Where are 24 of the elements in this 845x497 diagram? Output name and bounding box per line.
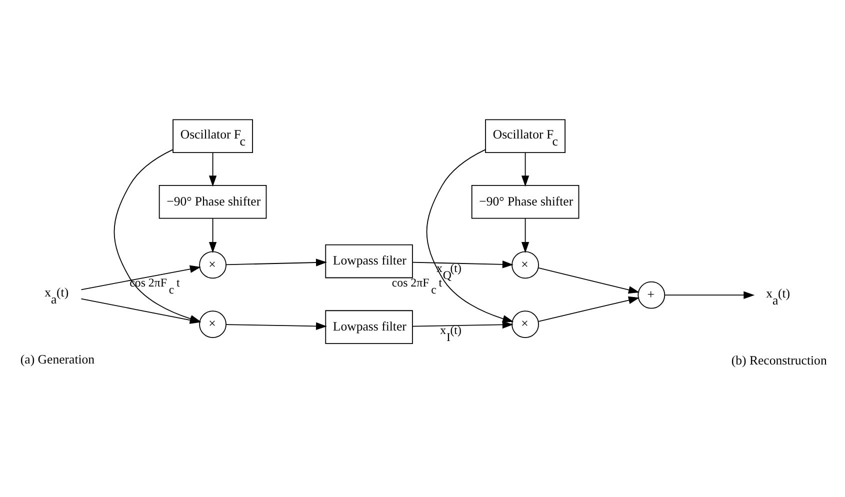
arrow xyxy=(412,260,514,268)
arrow xyxy=(226,258,327,266)
arrow xyxy=(521,218,530,254)
arrow xyxy=(426,149,514,322)
node-circle: × xyxy=(199,310,226,338)
arrow xyxy=(208,152,217,187)
arrow xyxy=(521,152,530,187)
arrow xyxy=(208,218,217,254)
arrow xyxy=(538,296,640,322)
label: (b) Reconstruction xyxy=(731,353,827,368)
node-box: −90° Phase shifter xyxy=(158,185,267,219)
label: (a) Generation xyxy=(20,352,95,366)
node-circle: × xyxy=(512,251,539,279)
arrow xyxy=(80,265,201,290)
node-box: Lowpass filter xyxy=(325,310,413,344)
node-box: −90° Phase shifter xyxy=(471,185,580,219)
node-circle: + xyxy=(638,281,666,309)
arrow xyxy=(664,291,755,299)
arrow xyxy=(538,267,640,294)
node-circle: × xyxy=(512,310,539,338)
node-box: Lowpass filter xyxy=(325,244,413,278)
node-circle: × xyxy=(199,251,226,279)
arrow xyxy=(226,322,327,330)
arrow xyxy=(412,320,514,329)
